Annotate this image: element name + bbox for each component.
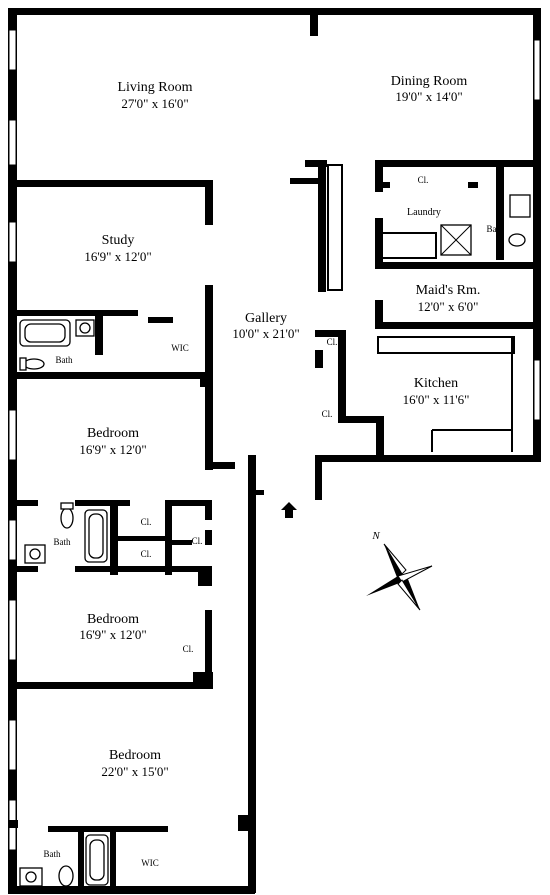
closet-label-bedroom-1c: Cl.: [192, 536, 203, 546]
study-name: Study: [102, 233, 135, 248]
closet-label-bedroom-2: Cl.: [183, 644, 194, 654]
compass-icon: [366, 543, 433, 611]
bath-label-maid: Bath: [487, 224, 504, 234]
bedroom-1-name: Bedroom: [87, 426, 139, 441]
living-room-dims: 27'0" x 16'0": [121, 96, 188, 111]
living-room-name: Living Room: [117, 80, 192, 95]
compass-north-label: N: [371, 530, 380, 542]
bath-label-bedroom-3: Bath: [44, 849, 61, 859]
bedroom-2-dims: 16'9" x 12'0": [79, 627, 146, 642]
maids-room-name: Maid's Rm.: [416, 283, 481, 298]
interior-walls: [8, 8, 541, 891]
bath-label-study: Bath: [56, 355, 73, 365]
gallery-dims: 10'0" x 21'0": [232, 326, 299, 341]
fixtures: [19, 182, 531, 887]
entry-arrow-icon: [281, 502, 297, 518]
gallery-name: Gallery: [245, 311, 287, 326]
kitchen-dims: 16'0" x 11'6": [403, 392, 470, 407]
bedroom-2-name: Bedroom: [87, 612, 139, 627]
study-dims: 16'9" x 12'0": [84, 249, 151, 264]
closet-label-gallery-2: Cl.: [322, 409, 333, 419]
dining-room-name: Dining Room: [391, 74, 468, 89]
wic-label-study: WIC: [171, 343, 189, 353]
closet-label-bedroom-1b: Cl.: [141, 549, 152, 559]
closet-label-laundry: Cl.: [418, 175, 429, 185]
laundry-label: Laundry: [407, 207, 441, 218]
bedroom-1-dims: 16'9" x 12'0": [79, 442, 146, 457]
closet-label-bedroom-1a: Cl.: [141, 517, 152, 527]
bedroom-3-dims: 22'0" x 15'0": [101, 764, 168, 779]
wic-label-bedroom-3: WIC: [141, 858, 159, 868]
closet-label-gallery-1: Cl.: [327, 337, 338, 347]
bath-label-bedroom-1: Bath: [54, 537, 71, 547]
bedroom-3-name: Bedroom: [109, 748, 161, 763]
kitchen-name: Kitchen: [414, 376, 458, 391]
dining-room-dims: 19'0" x 14'0": [395, 89, 462, 104]
maids-room-dims: 12'0" x 6'0": [418, 299, 479, 314]
